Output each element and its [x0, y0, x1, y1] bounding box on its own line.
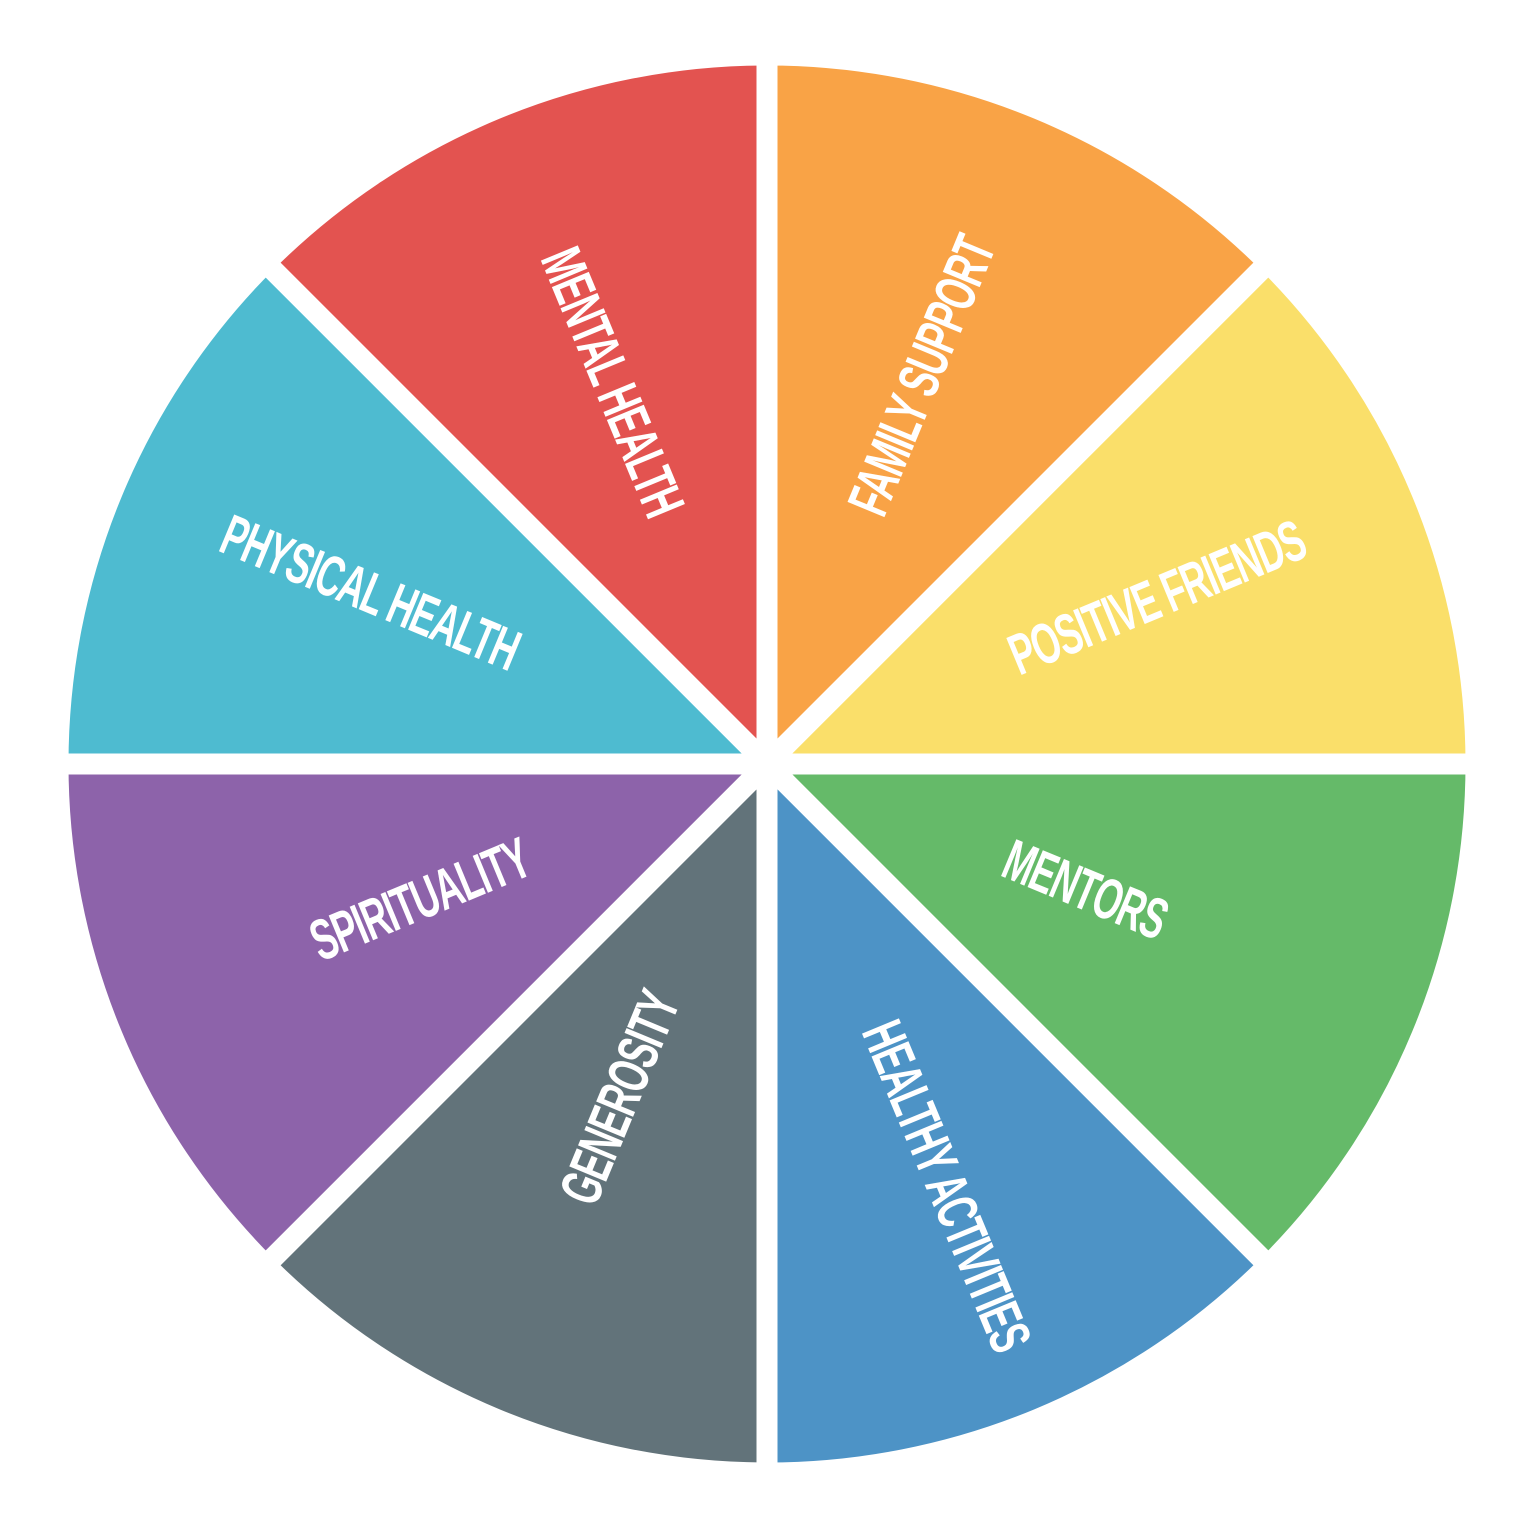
segment-generosity — [250, 738, 778, 1484]
outer-ring — [37, 34, 1497, 1494]
segment-positive-friends — [741, 247, 1487, 775]
segment-healthy-activities — [756, 738, 1284, 1484]
segment-mentors — [741, 753, 1487, 1281]
segment-spirituality — [47, 753, 793, 1281]
segment-mental-health — [250, 44, 778, 790]
wheel-segments — [37, 34, 1497, 1494]
segment-family-support — [756, 44, 1284, 790]
segment-physical-health — [47, 247, 793, 775]
